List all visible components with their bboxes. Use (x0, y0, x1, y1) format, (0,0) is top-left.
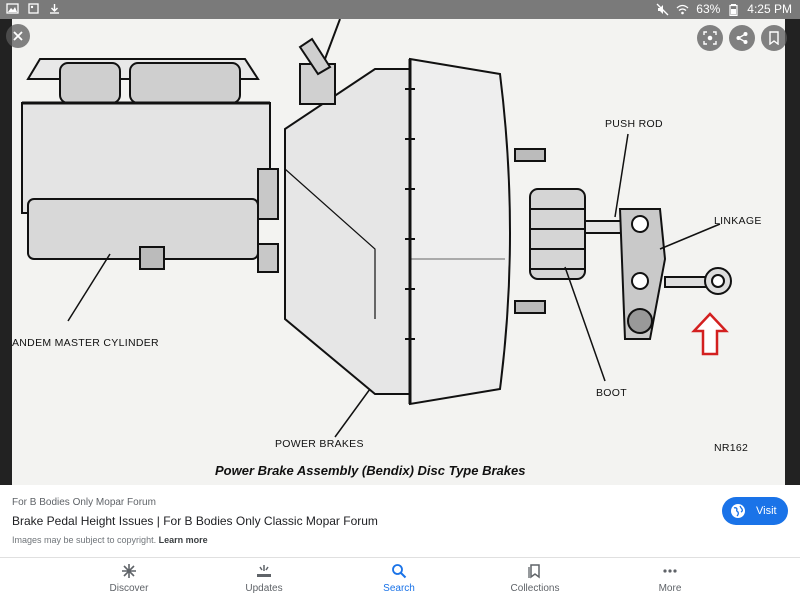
image-viewer[interactable]: PUSH ROD LINKAGE ANDEM MASTER CYLINDER B… (0, 19, 800, 485)
nav-updates-label: Updates (245, 583, 283, 594)
brake-booster-drawing (284, 19, 546, 406)
label-boot: BOOT (596, 387, 627, 399)
nav-search-label: Search (383, 583, 415, 594)
status-bar: 63% 4:25 PM (0, 0, 800, 19)
share-button[interactable] (729, 25, 755, 51)
master-cylinder-drawing (21, 58, 279, 273)
wifi-icon (676, 4, 689, 14)
search-icon (392, 564, 407, 579)
source-name: For B Bodies Only Mopar Forum (12, 497, 156, 508)
nav-more-label: More (658, 583, 682, 594)
share-icon (736, 32, 748, 44)
battery-icon (729, 3, 738, 16)
brake-diagram-image: PUSH ROD LINKAGE ANDEM MASTER CYLINDER B… (0, 19, 800, 485)
bottom-navigation: Discover Updates Search Collections More (0, 557, 800, 600)
bookmark-button[interactable] (761, 25, 787, 51)
diagram-caption: Power Brake Assembly (Bendix) Disc Type … (215, 463, 525, 478)
close-icon (13, 31, 23, 41)
label-push-rod: PUSH ROD (605, 118, 663, 130)
learn-more-link[interactable]: Learn more (158, 535, 208, 545)
lens-icon (703, 31, 717, 45)
label-power-brakes: POWER BRAKES (275, 438, 364, 450)
notification-icons (6, 2, 61, 15)
nav-collections[interactable]: Collections (490, 562, 580, 594)
clock: 4:25 PM (747, 2, 792, 16)
visit-label: Visit (756, 505, 777, 517)
system-icons: 63% 4:25 PM (656, 2, 792, 16)
nav-search[interactable]: Search (354, 562, 444, 594)
leader-lines (67, 133, 721, 438)
lens-button[interactable] (697, 25, 723, 51)
globe-icon (731, 504, 745, 518)
visit-button[interactable]: Visit (722, 497, 788, 525)
nav-discover[interactable]: Discover (84, 562, 174, 594)
nav-collections-label: Collections (510, 583, 560, 594)
mute-icon (656, 3, 669, 15)
gallery-notification-icon (28, 3, 39, 14)
red-arrow-annotation (691, 312, 729, 356)
label-master-cylinder: ANDEM MASTER CYLINDER (12, 337, 159, 349)
copyright-notice: Images may be subject to copyright. Lear… (12, 535, 208, 545)
asterisk-icon (122, 564, 136, 578)
bookmark-icon (769, 31, 779, 45)
download-notification-icon (50, 4, 59, 14)
nav-updates[interactable]: Updates (219, 562, 309, 594)
label-code: NR162 (714, 442, 748, 454)
collections-icon (528, 564, 540, 579)
close-button[interactable] (6, 24, 30, 48)
nav-discover-label: Discover (109, 583, 149, 594)
result-title[interactable]: Brake Pedal Height Issues | For B Bodies… (12, 514, 378, 528)
battery-percent: 63% (696, 2, 721, 16)
nav-more[interactable]: More (625, 562, 715, 594)
more-icon (663, 569, 677, 573)
result-info-panel: For B Bodies Only Mopar Forum Brake Peda… (0, 485, 800, 557)
updates-icon (257, 565, 271, 577)
boot-linkage-drawing (529, 188, 732, 340)
copyright-text: Images may be subject to copyright. (12, 535, 157, 545)
label-linkage: LINKAGE (714, 215, 762, 227)
image-notification-icon (6, 3, 19, 14)
